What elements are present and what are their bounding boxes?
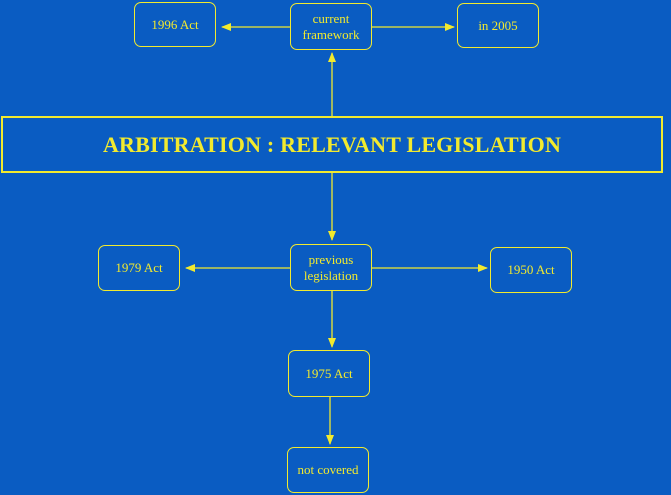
node-1975-act: 1975 Act — [288, 350, 370, 397]
diagram-title: ARBITRATION : RELEVANT LEGISLATION — [1, 116, 663, 173]
node-current-framework: current framework — [290, 3, 372, 50]
node-not-covered: not covered — [287, 447, 369, 493]
node-1950-act: 1950 Act — [490, 247, 572, 293]
node-1996-act: 1996 Act — [134, 2, 216, 47]
node-1979-act: 1979 Act — [98, 245, 180, 291]
node-previous-legislation: previous legislation — [290, 244, 372, 291]
node-in-2005: in 2005 — [457, 3, 539, 48]
